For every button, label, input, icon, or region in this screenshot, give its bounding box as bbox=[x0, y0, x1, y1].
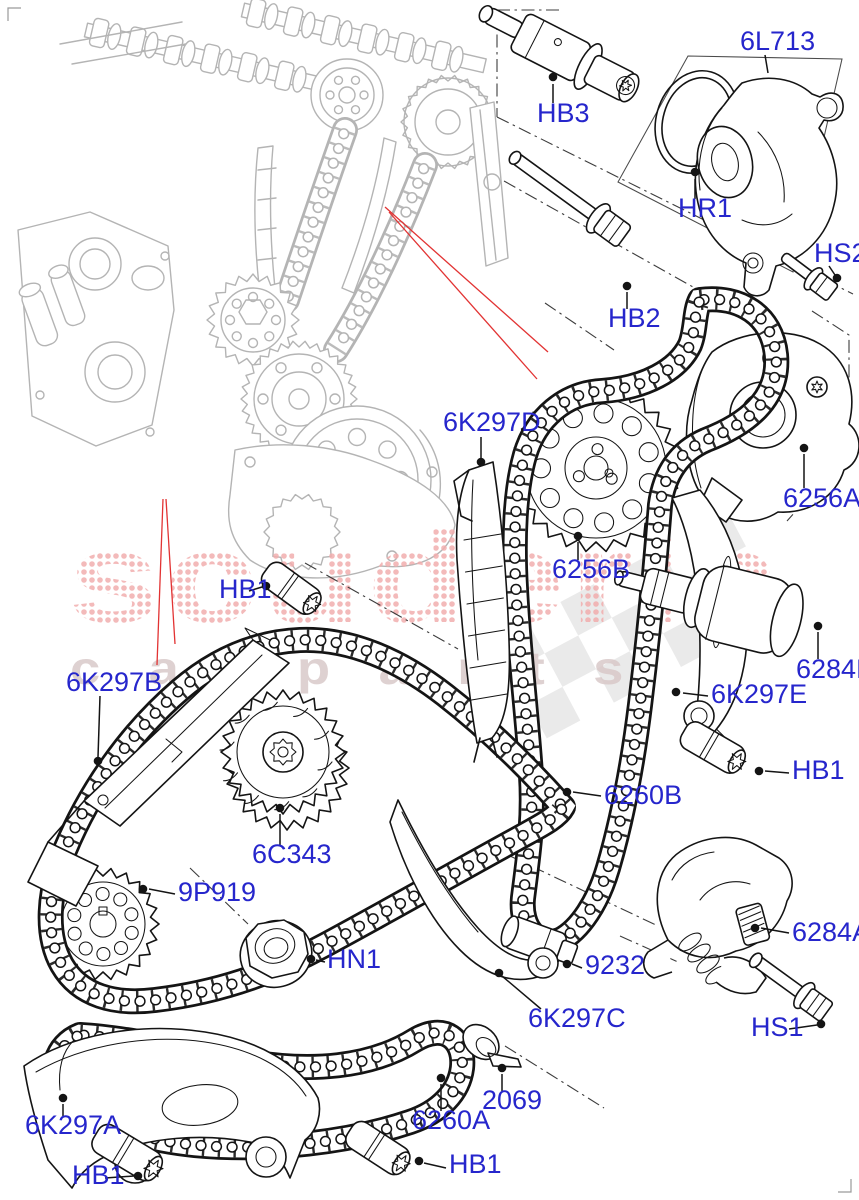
part-label-6260B: 6260B bbox=[604, 780, 682, 810]
part-hb1-bolt bbox=[679, 721, 747, 774]
part-label-9232: 9232 bbox=[585, 950, 645, 980]
part-6l713-vvt-cover bbox=[694, 77, 844, 297]
part-hs2-bolt bbox=[780, 252, 839, 301]
part-hb1-bolt bbox=[345, 1120, 411, 1176]
part-label-6C343: 6C343 bbox=[252, 839, 332, 869]
part-label-HB1: HB1 bbox=[219, 574, 272, 604]
part-label-6K297E: 6K297E bbox=[711, 679, 807, 709]
part-6c343-sprocket bbox=[219, 689, 350, 831]
part-hb3-solenoid bbox=[478, 4, 640, 103]
part-label-HS2: HS2 bbox=[814, 238, 859, 268]
part-6284b-tensioner bbox=[613, 564, 804, 658]
part-2069-pin bbox=[462, 1023, 522, 1068]
part-label-HN1: HN1 bbox=[327, 944, 381, 974]
part-label-HS1: HS1 bbox=[751, 1012, 804, 1042]
part-hb1-bolt bbox=[91, 1123, 164, 1182]
part-label-9P919: 9P919 bbox=[178, 877, 256, 907]
part-label-HB3: HB3 bbox=[537, 98, 590, 128]
part-label-6K297A: 6K297A bbox=[25, 1110, 121, 1140]
part-label-6284A: 6284A bbox=[792, 917, 859, 947]
part-label-HB1: HB1 bbox=[792, 755, 845, 785]
part-label-HB1: HB1 bbox=[449, 1149, 502, 1179]
part-label-6260A: 6260A bbox=[412, 1105, 490, 1135]
part-label-6256A: 6256A bbox=[783, 483, 859, 513]
part-6k297b-guide bbox=[27, 627, 290, 907]
part-label-HB2: HB2 bbox=[608, 303, 661, 333]
part-label-6L713: 6L713 bbox=[740, 26, 815, 56]
part-hs1-bolt bbox=[748, 952, 834, 1022]
part-hb1-bolt bbox=[260, 561, 322, 615]
part-hn1-nut bbox=[239, 919, 313, 989]
part-6k297c-blade bbox=[389, 799, 559, 981]
part-label-HR1: HR1 bbox=[678, 193, 732, 223]
part-label-6K297B: 6K297B bbox=[66, 667, 162, 697]
part-label-6284B: 6284B bbox=[796, 654, 859, 684]
part-hb2-bolt bbox=[508, 150, 632, 247]
part-label-6K297C: 6K297C bbox=[528, 1003, 626, 1033]
frame-corner-marks bbox=[7, 7, 852, 1193]
exploded-parts-artwork bbox=[23, 4, 859, 1189]
part-label-6K297D: 6K297D bbox=[443, 407, 541, 437]
part-label-6256B: 6256B bbox=[552, 554, 630, 584]
background-engine-illustration bbox=[17, 0, 509, 579]
part-6k297d-guide bbox=[453, 461, 511, 763]
part-label-HB1: HB1 bbox=[72, 1160, 125, 1190]
part-label-2069: 2069 bbox=[482, 1085, 542, 1115]
red-pointer-lines bbox=[156, 206, 549, 666]
